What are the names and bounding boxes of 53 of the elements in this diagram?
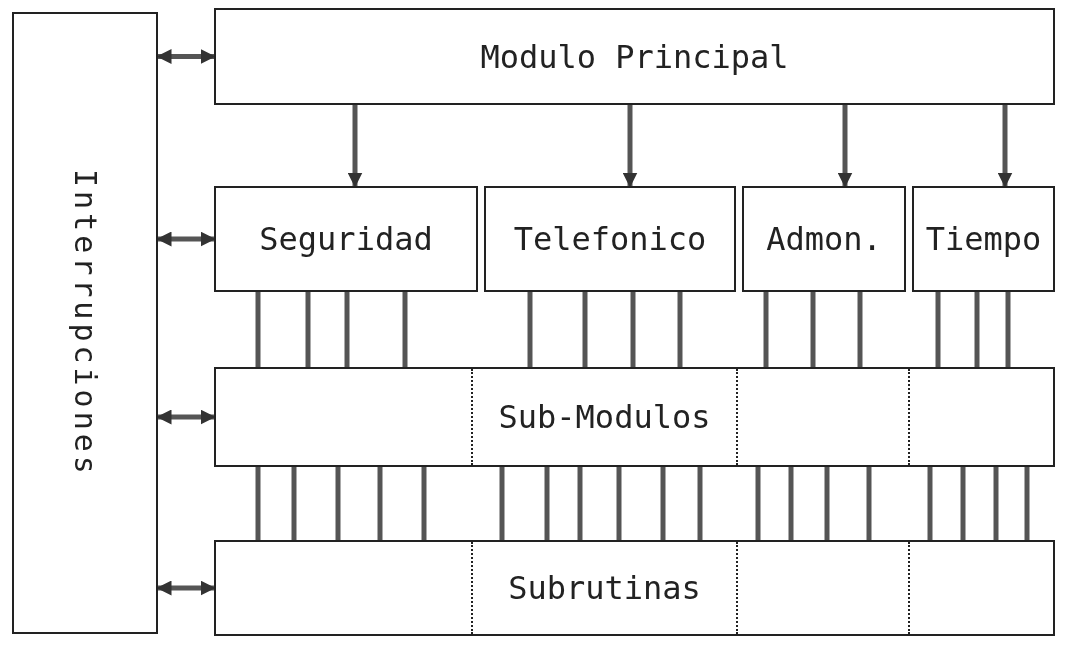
arrow <box>622 105 638 188</box>
connector-line <box>630 292 636 367</box>
module-box <box>484 186 736 292</box>
box-label: Admon. <box>766 219 882 260</box>
connector-line <box>402 292 408 367</box>
box-label: Telefonico <box>513 219 707 260</box>
connector-line <box>577 467 583 540</box>
connector-line <box>1005 292 1011 367</box>
box-label: Sub-Modulos <box>498 397 711 438</box>
connector-line <box>974 292 980 367</box>
connector-line <box>527 292 533 367</box>
connector-line <box>660 467 666 540</box>
connector-line <box>335 467 341 540</box>
arrow <box>837 105 853 188</box>
connector-line <box>582 292 588 367</box>
connector-line <box>499 467 505 540</box>
module-box <box>912 186 1055 292</box>
connector-line <box>763 292 769 367</box>
connector-line <box>857 292 863 367</box>
box-label: Seguridad <box>259 219 433 260</box>
connector-line <box>697 467 703 540</box>
connector-line <box>677 292 683 367</box>
module-box <box>214 540 1055 636</box>
connector-line <box>616 467 622 540</box>
connector-line <box>544 467 550 540</box>
box-label: Modulo Principal <box>480 36 789 78</box>
connector-line <box>255 467 261 540</box>
connector-line <box>810 292 816 367</box>
module-box <box>214 367 1055 467</box>
box-label: Interrupciones <box>66 168 104 478</box>
module-box <box>214 8 1055 105</box>
connector-line <box>927 467 933 540</box>
connector-line <box>305 292 311 367</box>
module-box <box>12 12 158 634</box>
box-label: Tiempo <box>925 219 1042 260</box>
connector-line <box>866 467 872 540</box>
module-box <box>214 186 478 292</box>
module-box <box>742 186 906 292</box>
connector-line <box>824 467 830 540</box>
connector-line <box>960 467 966 540</box>
connector-line <box>291 467 297 540</box>
connector-line <box>421 467 427 540</box>
connector-line <box>993 467 999 540</box>
connector-line <box>377 467 383 540</box>
connector-line <box>255 292 261 367</box>
connector-line <box>935 292 941 367</box>
connector-line <box>755 467 761 540</box>
connector-line <box>344 292 350 367</box>
arrow <box>347 105 363 188</box>
connector-line <box>1024 467 1030 540</box>
arrow <box>997 105 1013 188</box>
connector-line <box>788 467 794 540</box>
box-label: Subrutinas <box>508 568 701 609</box>
